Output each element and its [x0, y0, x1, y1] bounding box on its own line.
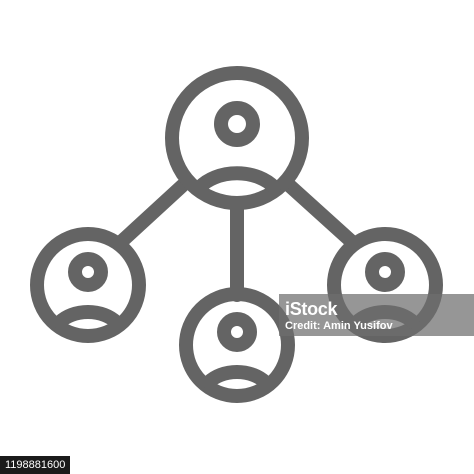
left-person-head [68, 252, 108, 292]
top-person-head [214, 101, 260, 147]
connector-line-right [283, 179, 359, 249]
bottom-person-node [179, 287, 295, 403]
connector-line-left [114, 179, 189, 249]
istock-watermark: iStock Credit: Amin Yusifov [279, 294, 474, 336]
right-person-ring [327, 227, 443, 343]
bottom-person-body [202, 365, 272, 389]
image-id-label: 1198881600 [0, 456, 71, 474]
left-person-ring [30, 227, 146, 343]
left-person-body [53, 305, 123, 329]
bottom-person-ring [179, 287, 295, 403]
top-person-body [193, 166, 281, 194]
watermark-credit: Credit: Amin Yusifov [285, 320, 393, 332]
watermark-logo: iStock [285, 299, 338, 319]
right-person-head [365, 252, 405, 292]
left-person-node [30, 227, 146, 343]
top-person-ring [165, 66, 309, 210]
top-person-node [165, 66, 309, 210]
bottom-person-head [217, 312, 257, 352]
